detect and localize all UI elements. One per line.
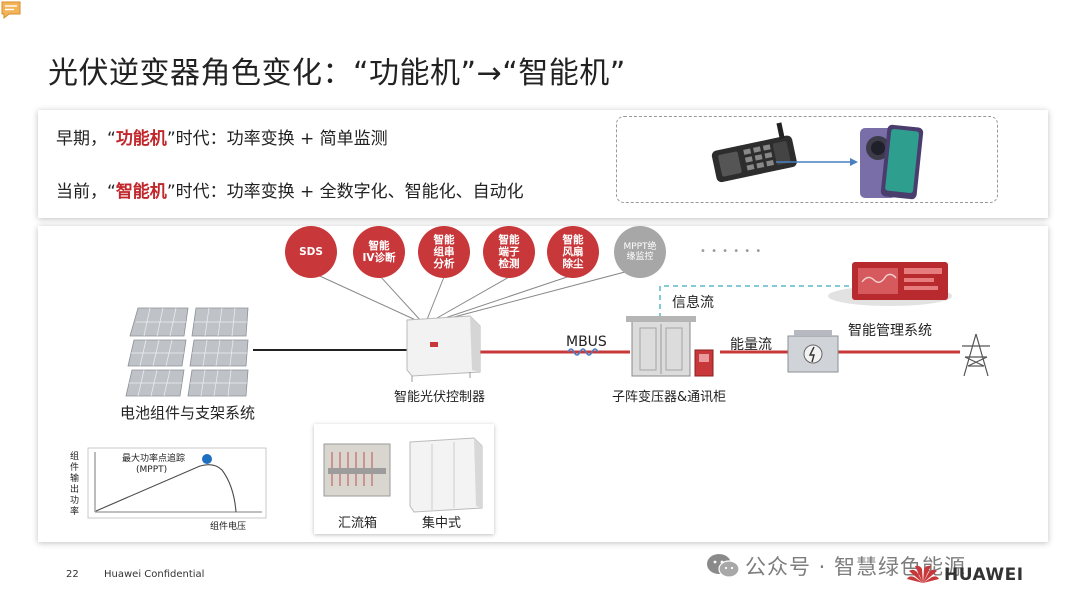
mbus-coil-icon [567, 348, 599, 356]
comment-icon[interactable] [0, 0, 22, 20]
info-flow-line [659, 285, 860, 318]
page-title: 光伏逆变器角色变化：“功能机”→“智能机” [48, 56, 626, 91]
old-phone-icon [711, 122, 797, 183]
bubble-string-analysis: 智能组串分析 [418, 226, 470, 278]
pv-panels-icon [125, 307, 249, 397]
era-current-highlight: 智能机 [115, 182, 167, 202]
mppt-peak-label: 最大功率点追踪 [122, 454, 186, 464]
page-number: 22 [66, 569, 79, 580]
phone-comparison-illustration [711, 122, 924, 200]
transformer-label: 子阵变压器&通讯柜 [612, 390, 727, 405]
mppt-peak-sub: (MPPT) [136, 465, 168, 475]
mppt-y-axis-label: 组 件 输 出 功 率 [70, 452, 80, 517]
central-inverter-icon [409, 437, 483, 513]
combiner-box-icon [323, 443, 391, 497]
mppt-chart [87, 447, 267, 519]
brand-name: HUAWEI [944, 565, 1024, 585]
confidential-label: Huawei Confidential [104, 569, 205, 580]
info-flow-label: 信息流 [672, 295, 714, 311]
era-early: 早期，“功能机”时代：功率变换 + 简单监测 [56, 129, 388, 149]
wechat-icon [707, 554, 740, 578]
energy-flow-label: 能量流 [730, 337, 772, 353]
controller-label: 智能光伏控制器 [394, 390, 486, 405]
smart-inverter-icon [406, 315, 481, 382]
bubble-mppt-insulation: MPPT绝缘监控 [614, 226, 666, 278]
management-system-icon [828, 262, 952, 306]
pv-label: 电池组件与支架系统 [120, 404, 256, 422]
mppt-point [202, 454, 212, 464]
huawei-logo-icon [907, 565, 939, 583]
smartphone-icon [860, 124, 924, 200]
energy-meter-icon [787, 330, 839, 373]
more-ellipsis: • • • • • • [700, 246, 763, 257]
bubble-sds: SDS [285, 226, 337, 278]
transformer-cabinet-icon [626, 316, 714, 377]
mppt-x-axis-label: 组件电压 [210, 522, 247, 532]
legacy-devices-illustration [323, 437, 483, 513]
bubble-fan-dust: 智能风扇除尘 [547, 226, 599, 278]
era-early-highlight: 功能机 [115, 129, 167, 149]
mgmt-system-label: 智能管理系统 [848, 323, 932, 339]
iv-curve [95, 464, 237, 513]
phone-comparison-box [616, 116, 998, 203]
era-current: 当前，“智能机”时代：功率变换 + 全数字化、智能化、自动化 [56, 182, 524, 202]
transmission-tower-icon [962, 333, 990, 377]
bubble-terminal-detection: 智能端子检测 [483, 226, 535, 278]
combiner-box-label: 汇流箱 [338, 516, 378, 531]
central-inverter-label: 集中式 [422, 516, 462, 531]
mbus-label: MBUS [566, 334, 607, 350]
bubble-connectors [310, 267, 641, 323]
